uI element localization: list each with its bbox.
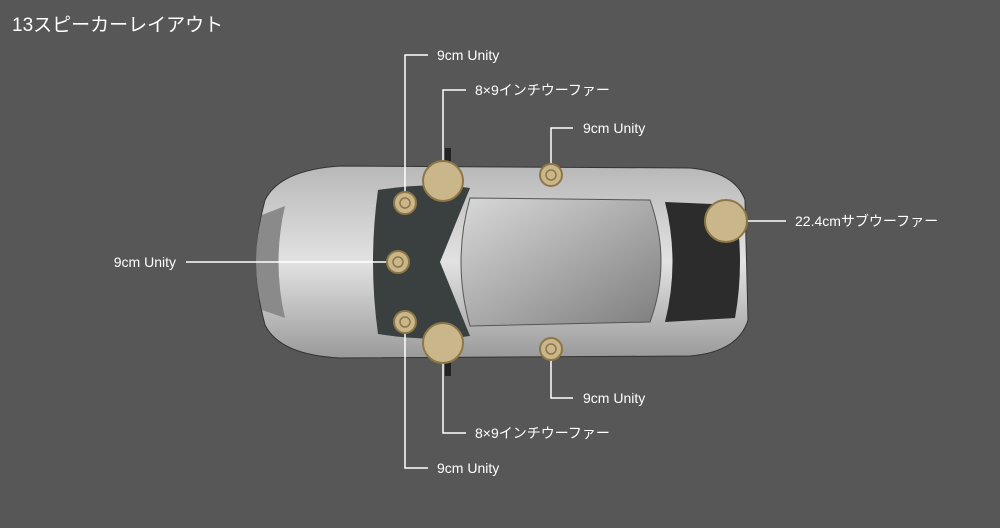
unity-speaker-center xyxy=(386,250,410,274)
unity-speaker-front-right xyxy=(393,310,417,334)
page-title: 13スピーカーレイアウト xyxy=(12,15,224,36)
car-top-view xyxy=(256,148,749,376)
label-rear-left-unity: 9cm Unity xyxy=(583,120,646,136)
unity-speaker-rear-right xyxy=(539,337,563,361)
label-rear-right-unity: 9cm Unity xyxy=(583,390,646,406)
woofer-right xyxy=(422,322,464,364)
label-front-right-woofer: 8×9インチウーファー xyxy=(475,425,610,441)
unity-speaker-front-left xyxy=(393,191,417,215)
label-center-unity: 9cm Unity xyxy=(113,254,176,270)
unity-speaker-rear-left xyxy=(539,163,563,187)
woofer-left xyxy=(422,160,464,202)
speakers xyxy=(386,160,748,364)
leader-lines xyxy=(186,54,786,469)
subwoofer xyxy=(704,199,748,243)
label-front-right-unity: 9cm Unity xyxy=(437,460,500,476)
label-front-left-unity: 9cm Unity xyxy=(437,47,500,63)
label-front-left-woofer: 8×9インチウーファー xyxy=(475,82,610,98)
label-subwoofer: 22.4cmサブウーファー xyxy=(795,213,939,229)
